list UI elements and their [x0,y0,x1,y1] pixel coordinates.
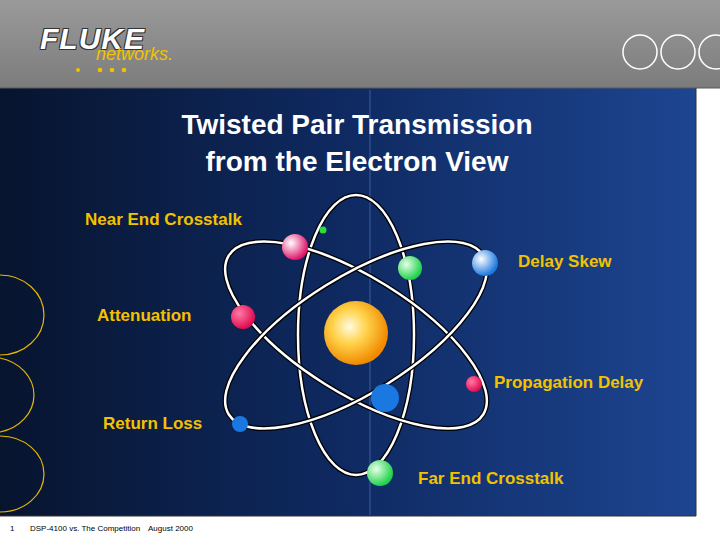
property-label: Attenuation [97,306,191,326]
logo-subword: networks. [96,44,173,65]
footer-text: DSP-4100 vs. The Competition [30,524,140,533]
footer-date: August 2000 [148,524,193,533]
property-label: Near End Crosstalk [85,210,242,230]
property-label: Return Loss [103,414,202,434]
property-label: Far End Crosstalk [418,469,564,489]
property-label: Delay Skew [518,252,612,272]
slide-number: 1 [10,524,14,533]
property-label: Propagation Delay [494,373,643,393]
slide-title: Twisted Pair Transmission from the Elect… [157,106,557,180]
